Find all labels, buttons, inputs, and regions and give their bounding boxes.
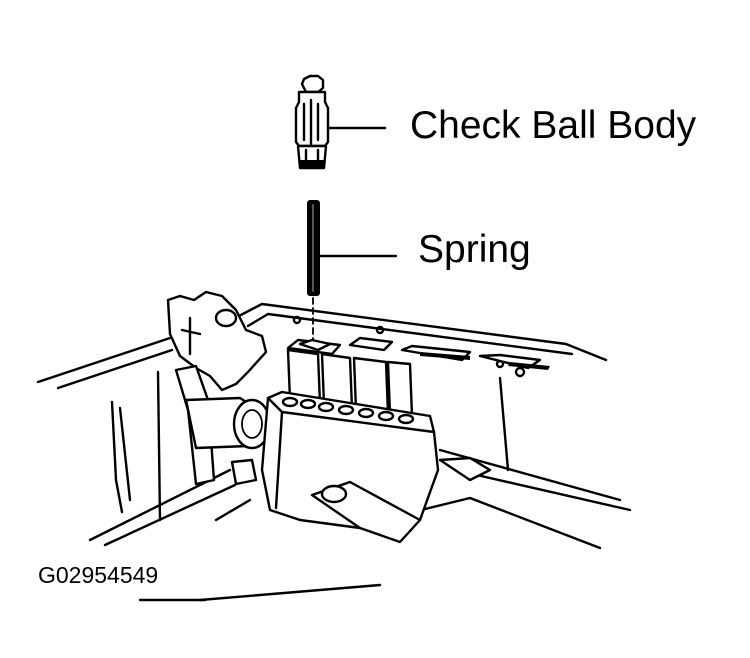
spring-part <box>307 200 320 296</box>
valve-body-block <box>260 390 440 544</box>
check-ball-body-part <box>294 74 330 170</box>
lower-case-details <box>214 456 492 522</box>
valve-body-plate-slots <box>286 336 550 370</box>
manual-valve-lever <box>166 290 272 486</box>
figure-code-label: G02954549 <box>38 562 159 588</box>
spring-label: Spring <box>418 228 531 271</box>
port-holes <box>281 396 415 425</box>
check-ball-body-label: Check Ball Body <box>410 104 697 147</box>
valve-body-housing <box>286 348 414 418</box>
